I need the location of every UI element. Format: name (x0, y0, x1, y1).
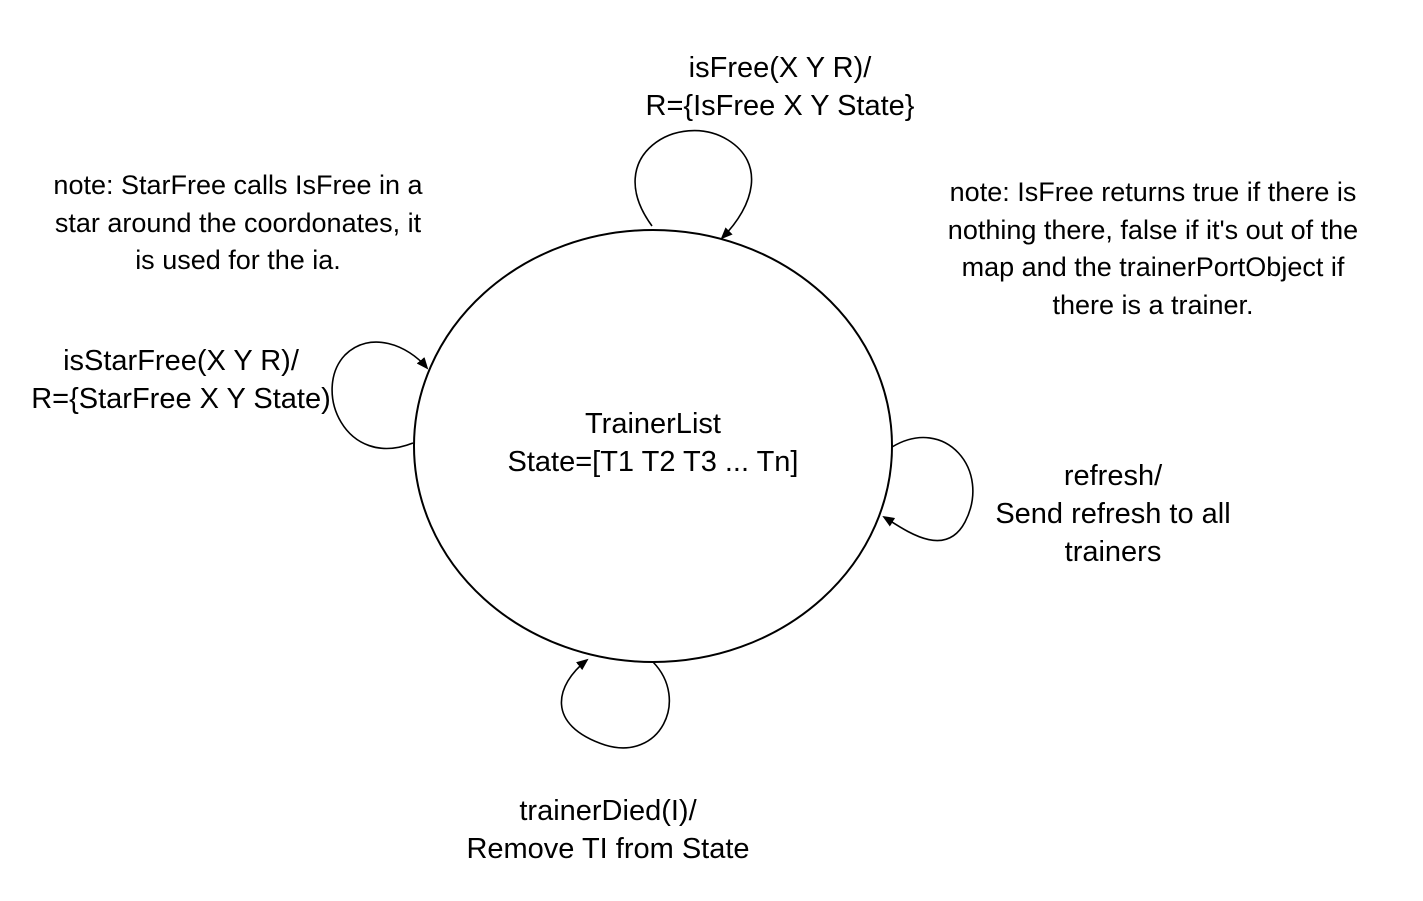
refresh-action-line1: Send refresh to all (995, 498, 1231, 530)
isstarfree-action: R={StarFree X Y State) (31, 383, 331, 415)
trainerdied-self-loop (560, 658, 671, 749)
isfree-event: isFree(X Y R)/ (688, 52, 872, 84)
isfree-action: R={IsFree X Y State} (645, 90, 915, 122)
state-label: TrainerList State=[T1 T2 T3 ... Tn] (453, 405, 853, 481)
isstarfree-self-loop (331, 341, 429, 450)
isstarfree-event: isStarFree(X Y R)/ (63, 345, 299, 377)
refresh-self-loop (882, 436, 974, 542)
starfree-note-line1: note: StarFree calls IsFree in a (53, 170, 423, 200)
trainerdied-transition-label: trainerDied(I)/ Remove TI from State (408, 792, 808, 868)
isfree-self-loop (634, 129, 753, 240)
isfree-note: note: IsFree returns true if there is no… (890, 174, 1416, 324)
refresh-event: refresh/ (1063, 460, 1163, 492)
trainerdied-action: Remove TI from State (466, 833, 750, 865)
state-name: TrainerList (585, 408, 721, 440)
state-value: State=[T1 T2 T3 ... Tn] (507, 446, 799, 478)
isfree-note-line1: note: IsFree returns true if there is (949, 177, 1357, 207)
starfree-note-line3: is used for the ia. (135, 245, 341, 275)
refresh-transition-label: refresh/ Send refresh to all trainers (958, 457, 1268, 571)
refresh-action-line2: trainers (1064, 536, 1162, 568)
isfree-note-line4: there is a trainer. (1052, 289, 1254, 320)
isfree-note-line3: map and the trainerPortObject if (961, 252, 1345, 282)
starfree-note-line2: star around the coordonates, it (54, 207, 422, 238)
isfree-note-line2: nothing there, false if it's out of the (947, 214, 1359, 245)
trainerdied-event: trainerDied(I)/ (519, 795, 697, 827)
starfree-note: note: StarFree calls IsFree in a star ar… (0, 167, 476, 280)
isfree-transition-label: isFree(X Y R)/ R={IsFree X Y State} (580, 49, 980, 125)
isstarfree-transition-label: isStarFree(X Y R)/ R={StarFree X Y State… (0, 342, 362, 418)
